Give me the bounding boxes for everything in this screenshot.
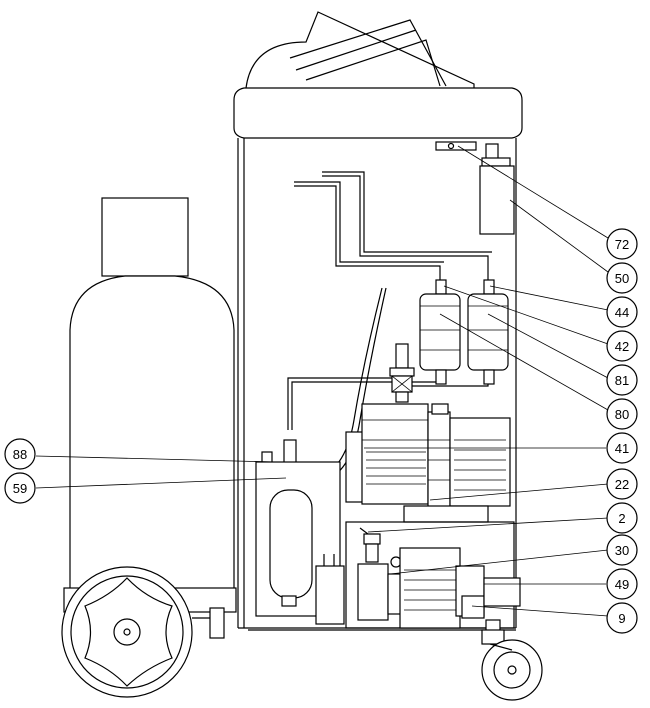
callout-49: 49 (606, 568, 638, 600)
callout-30-label: 30 (615, 543, 629, 558)
vacuum-pump (357, 527, 521, 637)
callout-80: 80 (606, 398, 638, 430)
callout-41-label: 41 (615, 441, 629, 456)
callout-2-label: 2 (618, 511, 625, 526)
compressor (345, 403, 511, 523)
solenoid-valve (389, 343, 415, 403)
leader-lines (35, 145, 609, 617)
callout-81-label: 81 (615, 373, 629, 388)
callout-88-label: 88 (13, 447, 27, 462)
pipework (287, 171, 492, 481)
callout-88: 88 (4, 438, 36, 470)
callout-50-label: 50 (615, 271, 629, 286)
filter-cylinders (419, 279, 509, 385)
callout-42: 42 (606, 330, 638, 362)
callout-44: 44 (606, 296, 638, 328)
callout-72: 72 (606, 228, 638, 260)
callout-59-label: 59 (13, 481, 27, 496)
callout-42-label: 42 (615, 339, 629, 354)
receiver-tank (255, 461, 341, 617)
capacitor (315, 554, 345, 625)
callout-9-label: 9 (618, 611, 625, 626)
callout-22-label: 22 (615, 477, 629, 492)
callout-44-label: 44 (615, 305, 629, 320)
callout-41: 41 (606, 432, 638, 464)
callout-22: 22 (606, 468, 638, 500)
left-wheel (61, 566, 225, 698)
top-handle (233, 11, 523, 139)
pressure-switch (435, 141, 511, 167)
callout-9: 9 (606, 602, 638, 634)
caster-wheel (481, 629, 543, 701)
gas-cylinder (63, 197, 237, 613)
callout-72-label: 72 (615, 237, 629, 252)
callout-50: 50 (606, 262, 638, 294)
callout-2: 2 (606, 502, 638, 534)
callout-49-label: 49 (615, 577, 629, 592)
callout-81: 81 (606, 364, 638, 396)
callout-59: 59 (4, 472, 36, 504)
callout-30: 30 (606, 534, 638, 566)
filter-box (479, 165, 515, 235)
callout-80-label: 80 (615, 407, 629, 422)
